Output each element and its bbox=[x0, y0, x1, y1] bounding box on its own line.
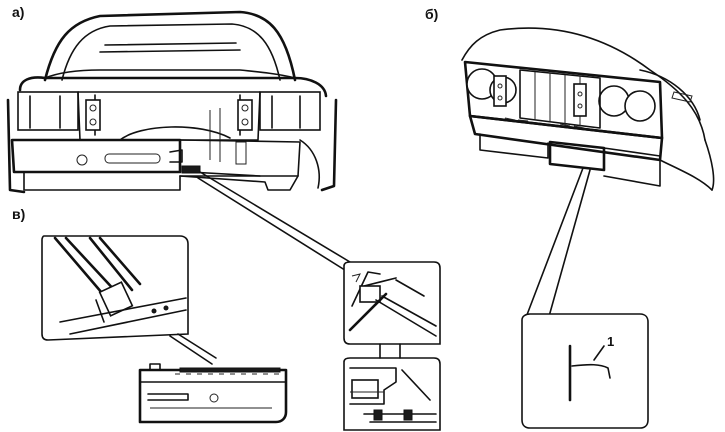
leader-lines-a bbox=[197, 171, 351, 273]
panel-label-b: б) bbox=[425, 6, 439, 22]
panel-label-a: а) bbox=[12, 4, 25, 20]
front-body-view bbox=[461, 27, 715, 191]
bracket-closeup-inset bbox=[41, 235, 189, 341]
mount-detail-inset-bottom bbox=[343, 357, 441, 431]
leader-lines-c bbox=[169, 333, 217, 365]
mount-detail-inset-top bbox=[343, 261, 441, 345]
inset-connector bbox=[379, 343, 401, 359]
callout-number: 1 bbox=[607, 334, 615, 349]
leader-lines-b bbox=[524, 167, 591, 321]
rear-body-view bbox=[6, 10, 338, 194]
tow-hook-detail-inset bbox=[521, 313, 649, 429]
panel-label-c: в) bbox=[12, 206, 26, 222]
bumper-bracket-part bbox=[138, 363, 288, 424]
